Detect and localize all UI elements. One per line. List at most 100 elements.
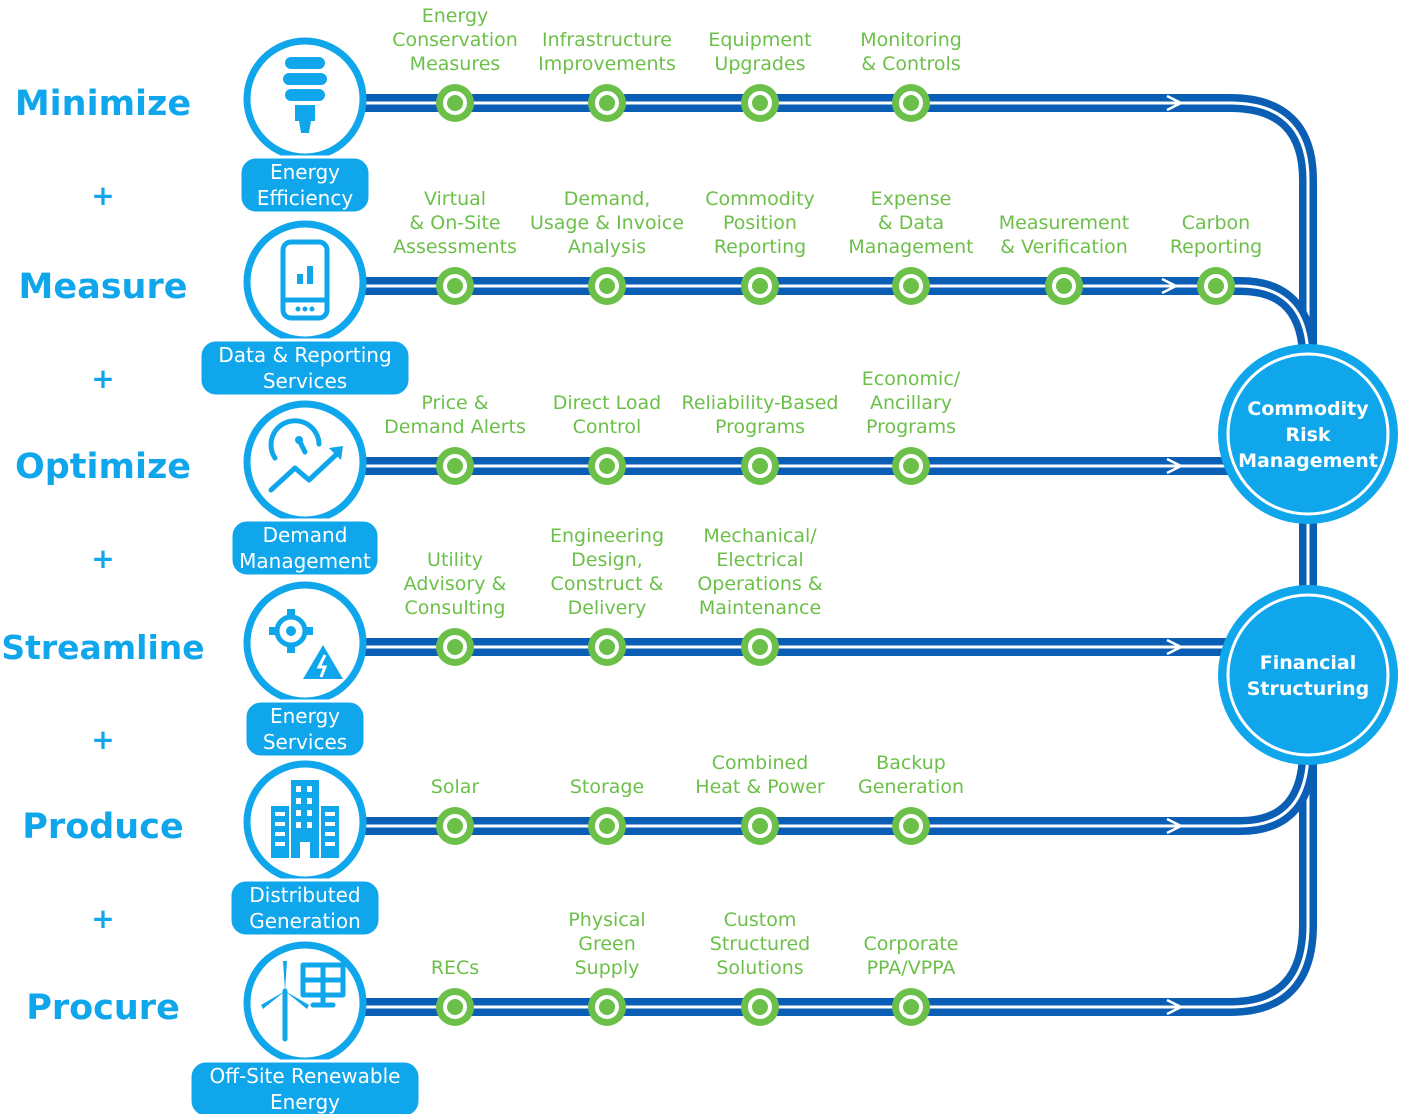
step-label: Control: [573, 416, 642, 438]
step-label: Monitoring: [860, 29, 962, 51]
step-label: Usage & Invoice: [530, 212, 684, 234]
service-label: Energy: [270, 704, 340, 728]
step-node: [436, 267, 474, 305]
service-label: Services: [263, 730, 347, 754]
step-label: & Controls: [861, 53, 960, 75]
step-node: [741, 447, 779, 485]
step-label: Programs: [866, 416, 956, 438]
action-label-streamline: Streamline: [1, 628, 204, 667]
service-icon-circle: [243, 220, 367, 344]
step-label: Storage: [570, 776, 644, 798]
step-node: [892, 807, 930, 845]
service-label: Efficiency: [257, 186, 354, 210]
step-node: [588, 447, 626, 485]
step-label: Virtual: [424, 188, 486, 210]
step-node: [588, 84, 626, 122]
step-label: Management: [848, 236, 973, 258]
step-label: PPA/VPPA: [867, 957, 956, 979]
step-node: [1197, 267, 1235, 305]
step-node: [741, 267, 779, 305]
step-label: Ancillary: [870, 392, 952, 414]
action-label-minimize: Minimize: [15, 84, 191, 124]
plus-sign: +: [91, 362, 114, 395]
step-label: Measures: [410, 53, 501, 75]
hub-label: Risk: [1285, 424, 1330, 446]
step-node: [588, 988, 626, 1026]
step-label: Expense: [871, 188, 952, 210]
step-node: [892, 267, 930, 305]
step-node: [588, 807, 626, 845]
step-label: Carbon: [1182, 212, 1250, 234]
step-label: Consulting: [405, 597, 506, 619]
step-label: Design,: [571, 549, 643, 571]
service-label: Demand: [263, 523, 348, 547]
step-label: Backup: [876, 752, 946, 774]
step-node: [588, 267, 626, 305]
step-label: Generation: [858, 776, 964, 798]
service-label: Distributed: [249, 883, 360, 907]
hub-label: Financial: [1260, 652, 1356, 674]
step-label: Equipment: [708, 29, 811, 51]
step-label: Operations &: [697, 573, 822, 595]
step-label: Maintenance: [699, 597, 821, 619]
service-icon-circle: [243, 941, 367, 1065]
hub-label: Management: [1238, 450, 1378, 472]
step-label: Electrical: [716, 549, 803, 571]
step-label: & On-Site: [409, 212, 500, 234]
action-label-optimize: Optimize: [15, 447, 191, 487]
service-icon-circle: [243, 760, 367, 884]
step-node: [741, 807, 779, 845]
step-label: Corporate: [864, 933, 959, 955]
step-node: [436, 807, 474, 845]
step-label: Position: [723, 212, 797, 234]
step-node: [892, 447, 930, 485]
step-label: Conservation: [392, 29, 518, 51]
step-node: [436, 628, 474, 666]
step-label: Demand,: [564, 188, 651, 210]
step-label: Custom: [724, 909, 797, 931]
step-label: Reliability-Based: [681, 392, 838, 414]
plus-sign: +: [91, 542, 114, 575]
step-label: Engineering: [550, 525, 664, 547]
step-label: Upgrades: [714, 53, 805, 75]
step-label: Reporting: [1170, 236, 1262, 258]
step-label: Advisory &: [404, 573, 507, 595]
step-label: Solutions: [716, 957, 803, 979]
step-label: Physical: [568, 909, 645, 931]
step-label: Utility: [427, 549, 483, 571]
plus-sign: +: [91, 902, 114, 935]
step-node: [1045, 267, 1083, 305]
step-node: [436, 988, 474, 1026]
plus-sign: +: [91, 179, 114, 212]
step-node: [892, 988, 930, 1026]
step-node: [741, 628, 779, 666]
step-label: Reporting: [714, 236, 806, 258]
step-label: Structured: [710, 933, 810, 955]
step-label: Improvements: [538, 53, 676, 75]
service-icon-circle: [243, 581, 367, 705]
step-label: Energy: [422, 5, 489, 27]
step-label: Construct &: [551, 573, 664, 595]
service-label: Generation: [249, 909, 361, 933]
hub-label: Structuring: [1247, 678, 1370, 700]
step-node: [588, 628, 626, 666]
step-label: Solar: [431, 776, 480, 798]
step-node: [436, 447, 474, 485]
action-label-produce: Produce: [22, 807, 183, 847]
action-label-procure: Procure: [26, 988, 180, 1028]
step-label: Assessments: [393, 236, 517, 258]
step-label: Programs: [715, 416, 805, 438]
step-label: Combined: [712, 752, 809, 774]
service-label: Management: [239, 549, 371, 573]
step-label: Delivery: [568, 597, 647, 619]
step-label: Commodity: [705, 188, 815, 210]
action-label-measure: Measure: [19, 267, 188, 307]
